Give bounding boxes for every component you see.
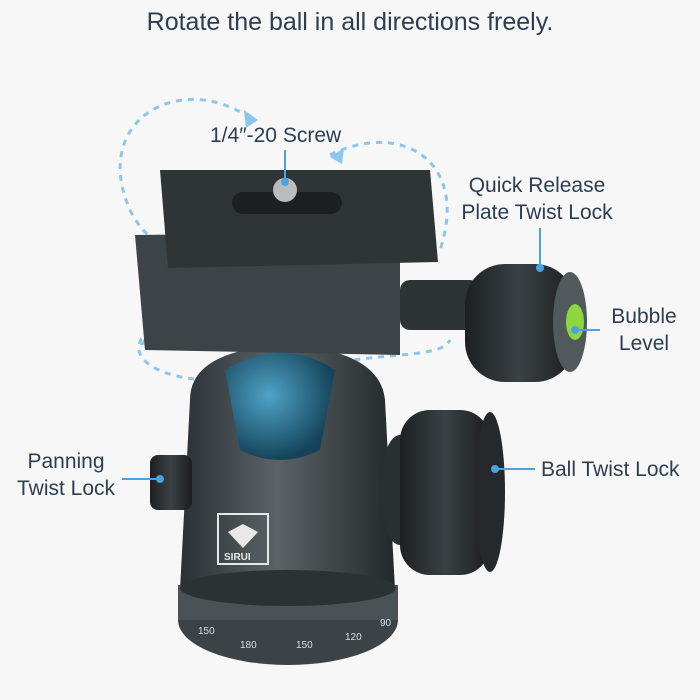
bubble-level	[566, 304, 584, 340]
label-line: Level	[618, 332, 670, 355]
quick-release-knob	[465, 264, 575, 382]
label-line: Panning	[27, 450, 105, 473]
headline: Rotate the ball in all directions freely…	[146, 8, 554, 36]
logo-badge	[217, 513, 269, 565]
arrow-head	[244, 110, 258, 128]
label-line: Plate Twist Lock	[461, 201, 613, 224]
dial-number: 90	[380, 618, 392, 629]
pointer-lines	[122, 150, 600, 480]
quick-release-plate	[160, 170, 438, 268]
label-screw: 1/4″-20 Screw	[210, 124, 342, 147]
label-line: Bubble	[611, 305, 677, 328]
label-quick-release: Quick Release Plate Twist Lock	[452, 172, 622, 226]
label-bubble-level: Bubble Level	[606, 303, 682, 357]
label-ball-lock: Ball Twist Lock	[541, 458, 680, 481]
ball	[225, 352, 335, 460]
ball-lock-knob	[400, 410, 490, 575]
dial-number: 150	[296, 640, 313, 651]
label-panning-lock: Panning Twist Lock	[8, 448, 124, 502]
dial-number: 150	[198, 626, 215, 637]
arrow-head	[330, 148, 344, 164]
label-line: Twist Lock	[16, 477, 116, 500]
dial-number: 180	[240, 640, 257, 651]
panning-knob	[150, 455, 192, 510]
screw	[273, 178, 297, 202]
label-line: Quick Release	[468, 174, 606, 197]
dial-number: 120	[345, 632, 362, 643]
logo-text: SIRUI	[224, 552, 251, 563]
